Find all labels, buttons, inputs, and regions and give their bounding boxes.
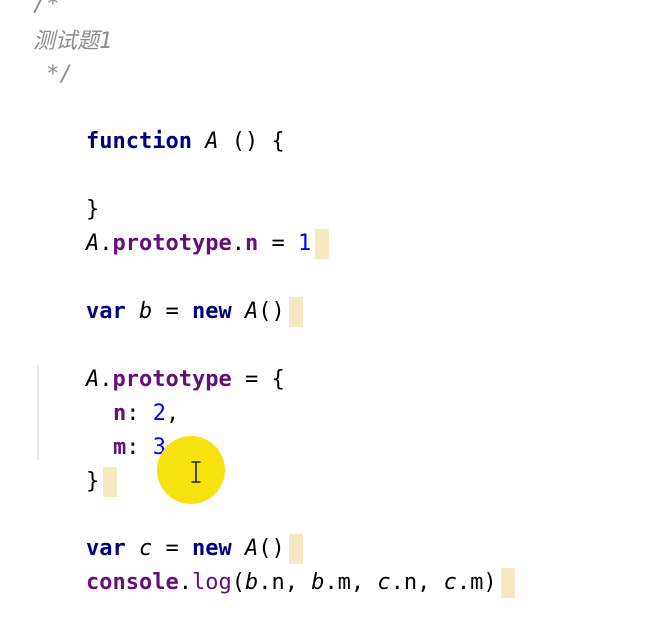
line-end-marker — [288, 534, 303, 564]
code-editor[interactable]: /* 测试题1 */ function A () { } A.prototype… — [0, 0, 655, 602]
line-end-marker — [288, 297, 303, 327]
code-line-prototype-n[interactable]: A.prototype.n = 1 — [33, 193, 330, 259]
member-n: .n, — [258, 570, 312, 595]
variable-b: b — [311, 570, 325, 595]
equals: = — [258, 231, 298, 256]
line-end-marker — [500, 568, 515, 598]
close-brace: } — [85, 197, 100, 222]
cursor-highlight — [157, 436, 225, 504]
console-object: console — [85, 570, 179, 595]
object-open: = { — [231, 367, 285, 392]
object-a: A — [85, 367, 100, 392]
line-end-marker — [103, 467, 118, 497]
text-cursor-icon — [191, 461, 201, 483]
indent-guide — [37, 366, 39, 460]
log-method: log — [191, 570, 232, 595]
code-line-prototype-assign[interactable]: A.prototype = { — [33, 329, 285, 392]
code-line-key-n[interactable]: n: 2, — [60, 363, 179, 426]
constructor-a: A — [244, 299, 259, 324]
prototype-property: prototype — [112, 367, 232, 392]
member-n: .n, — [390, 570, 444, 595]
code-line-function[interactable]: function A () { — [33, 91, 285, 154]
member-m: .m, — [324, 570, 378, 595]
variable-c: c — [443, 570, 457, 595]
dot: . — [99, 231, 113, 256]
code-line-var-c[interactable]: var c = new A() — [33, 498, 303, 564]
prototype-property: prototype — [112, 231, 232, 256]
function-params: () { — [218, 129, 285, 154]
code-line-var-b[interactable]: var b = new A() — [33, 261, 303, 327]
comment-close: */ — [33, 58, 73, 92]
code-line-console-log[interactable]: console.log(b.n, b.m, c.n, c.m) — [33, 532, 515, 598]
member-m-close: .m) — [456, 570, 497, 595]
keyword-var: var — [85, 536, 126, 561]
line-end-marker — [315, 229, 330, 259]
equals: = — [152, 536, 192, 561]
keyword-var: var — [85, 299, 126, 324]
equals: = — [152, 299, 192, 324]
function-name: A — [205, 129, 219, 154]
variable-b: b — [244, 570, 259, 595]
keyword-new: new — [191, 536, 232, 561]
dot: . — [99, 367, 113, 392]
variable-b: b — [138, 299, 153, 324]
variable-c: c — [138, 536, 153, 561]
call-parens: () — [258, 536, 285, 561]
code-line-close-brace[interactable]: } — [33, 159, 99, 222]
dot: . — [231, 231, 245, 256]
comment-close-text: */ — [33, 62, 73, 87]
number-literal: 1 — [297, 231, 312, 256]
object-key-n: n — [112, 401, 127, 426]
colon: : — [126, 435, 153, 460]
open-paren: ( — [231, 570, 245, 595]
code-line-key-m[interactable]: m: 3 — [60, 397, 166, 460]
call-parens: () — [258, 299, 285, 324]
object-key-m: m — [112, 435, 127, 460]
keyword-function: function — [85, 129, 192, 154]
comment-open-text: /* — [33, 0, 60, 17]
comma: , — [165, 401, 180, 426]
colon: : — [126, 401, 153, 426]
code-line-object-close[interactable]: } — [33, 431, 118, 497]
constructor-a: A — [244, 536, 259, 561]
object-a: A — [85, 231, 100, 256]
dot: . — [178, 570, 192, 595]
comment-open: /* — [33, 0, 60, 22]
variable-c: c — [377, 570, 391, 595]
comment-title-text: 测试题1 — [33, 29, 113, 54]
number-literal: 2 — [152, 401, 166, 426]
comment-title: 测试题1 — [33, 25, 112, 59]
property-n: n — [244, 231, 259, 256]
keyword-new: new — [191, 299, 232, 324]
close-brace: } — [85, 469, 100, 494]
